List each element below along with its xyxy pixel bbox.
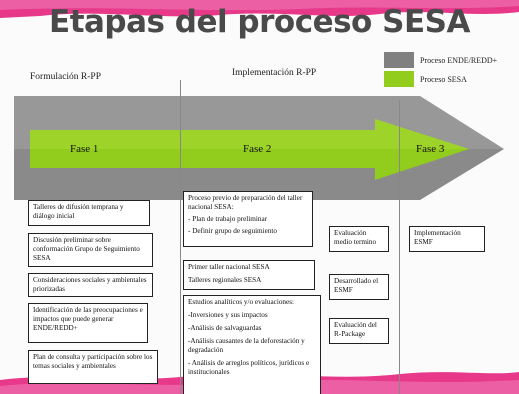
col2-box-talleres-nacional: Primer taller nacional SESA Talleres reg… bbox=[183, 260, 315, 290]
legend-label-ende: Proceso ENDE/REDD+ bbox=[420, 56, 498, 65]
col1-box-talleres: Talleres de difusión temprana y diálogo … bbox=[28, 200, 150, 226]
process-arrows bbox=[14, 96, 504, 200]
col2-box-title: Proceso previo de preparación del taller… bbox=[188, 194, 303, 211]
top-pink-brush bbox=[0, 0, 519, 18]
col3-box-evaluacion-medio: Evaluación medio termino bbox=[329, 226, 389, 252]
col2-box-item: Primer taller nacional SESA bbox=[188, 263, 270, 271]
sesa-arrow bbox=[30, 119, 469, 180]
legend-swatch-ende bbox=[384, 52, 414, 68]
phase-2-label: Fase 2 bbox=[243, 143, 272, 155]
col1-box-text: Consideraciones sociales y ambientales p… bbox=[33, 276, 147, 293]
col1-box-plan-consulta: Plan de consulta y participación sobre l… bbox=[28, 350, 158, 384]
col1-box-text: Discusión preliminar sobre conformación … bbox=[33, 236, 140, 262]
col3-box-text: Evaluación del R-Package bbox=[334, 321, 377, 338]
separator-2 bbox=[399, 100, 400, 394]
col2-box-item: - Análisis de arreglos políticos, jurídi… bbox=[188, 359, 310, 376]
legend-swatch-sesa bbox=[384, 71, 414, 87]
col2-box-item: - Definir grupo de seguimiento bbox=[188, 227, 278, 235]
col1-box-text: Plan de consulta y participación sobre l… bbox=[33, 353, 153, 370]
phase-1-label: Fase 1 bbox=[70, 143, 99, 155]
col3-box-esmf: Desarrollado el ESMF bbox=[329, 274, 389, 300]
heading-implementacion: Implementación R-PP bbox=[232, 68, 317, 78]
col2-box-item: - Plan de trabajo preliminar bbox=[188, 215, 268, 223]
slide-title: Etapas del proceso SESA bbox=[49, 4, 470, 40]
col4-box-text: Implementación ESMF bbox=[414, 229, 461, 246]
col3-box-text: Evaluación medio termino bbox=[334, 229, 377, 246]
col1-box-text: Identificación de las preocupaciones e i… bbox=[33, 306, 143, 332]
col2-box-item: -Análisis de salvaguardas bbox=[188, 324, 262, 332]
legend-label-sesa: Proceso SESA bbox=[420, 75, 467, 84]
phase-3-label: Fase 3 bbox=[416, 143, 445, 155]
col1-box-consideraciones: Consideraciones sociales y ambientales p… bbox=[28, 273, 153, 297]
col1-box-discusion: Discusión preliminar sobre conformación … bbox=[28, 233, 153, 267]
col4-box-implementacion-esmf: Implementación ESMF bbox=[409, 226, 485, 252]
col2-box-item: -Inversiones y sus impactos bbox=[188, 311, 268, 319]
col1-box-identificacion: Identificación de las preocupaciones e i… bbox=[28, 303, 148, 343]
col3-box-text: Desarrollado el ESMF bbox=[334, 277, 379, 294]
heading-formulacion: Formulación R-PP bbox=[30, 72, 101, 82]
col2-box-estudios: Estudios analíticos y/o evaluaciones: -I… bbox=[183, 295, 321, 394]
col2-box-item: -Análisis causantes de la deforestación … bbox=[188, 337, 305, 354]
separator-1 bbox=[180, 80, 181, 394]
col2-box-proceso-previo: Proceso previo de preparación del taller… bbox=[183, 191, 313, 247]
col2-box-title: Estudios analíticos y/o evaluaciones: bbox=[188, 298, 294, 306]
col3-box-evaluacion-rpackage: Evaluación del R-Package bbox=[329, 318, 389, 344]
col1-box-text: Talleres de difusión temprana y diálogo … bbox=[33, 203, 124, 220]
col2-box-item: Talleres regionales SESA bbox=[188, 276, 262, 284]
